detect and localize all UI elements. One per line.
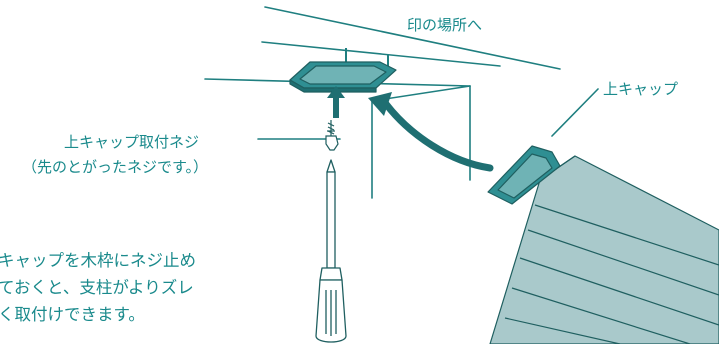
- cap-part-icon: [289, 48, 397, 93]
- cap-screw-label: 上キャップ取付ネジ: [64, 133, 200, 151]
- screw-icon: [325, 120, 339, 151]
- up-arrow-icon: [327, 86, 345, 118]
- destination-label: 印の場所へ: [407, 16, 483, 34]
- note-line: ておくと、支柱がよりズレ: [0, 278, 194, 297]
- curved-arrow-icon: [368, 92, 494, 172]
- cap-screw-note: （先のとがったネジです。）: [22, 158, 209, 176]
- note-line: キャップを木枠にネジ止め: [0, 251, 196, 270]
- screwdriver-icon: [315, 159, 347, 343]
- upper-cap-label: 上キャップ: [603, 80, 679, 98]
- post-cap-part-icon: [487, 145, 561, 205]
- post-icon: [489, 155, 719, 344]
- cap-leader-line: [551, 88, 599, 137]
- instruction-note: キャップを木枠にネジ止め ておくと、支柱がよりズレ く取付けできます。: [0, 247, 196, 328]
- note-line: く取付けできます。: [0, 305, 145, 324]
